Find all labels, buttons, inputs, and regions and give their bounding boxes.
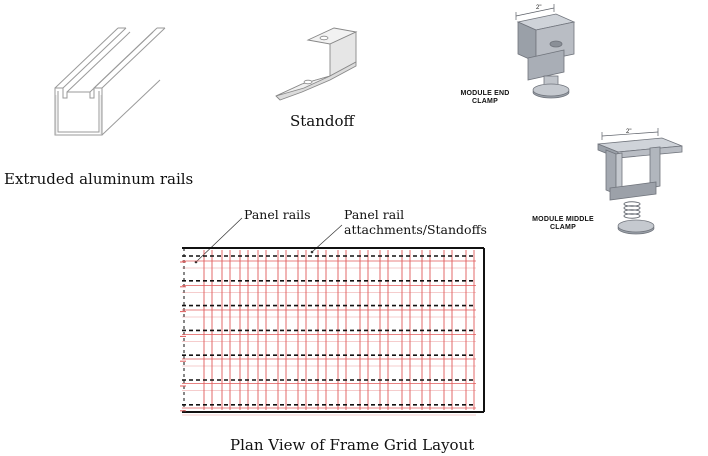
extruded-rail-illustration xyxy=(54,27,166,136)
end-clamp-dimension: 2" xyxy=(536,5,541,11)
rails-caption: Extruded aluminum rails xyxy=(4,170,194,188)
plan-view-caption: Plan View of Frame Grid Layout xyxy=(230,436,475,454)
attachments-label-line2: attachments/Standoffs xyxy=(344,222,487,237)
attachments-label-line1: Panel rail xyxy=(344,207,405,222)
frame-grid-plan-view xyxy=(180,247,485,416)
panel-rails-label: Panel rails xyxy=(244,207,311,222)
middle-clamp-caption: MODULE MIDDLE CLAMP xyxy=(532,216,594,231)
end-clamp-illustration: 2" xyxy=(515,4,576,99)
middle-clamp-illustration: 2" xyxy=(597,128,683,235)
standoff-caption: Standoff xyxy=(290,112,355,130)
standoff-illustration xyxy=(275,27,358,101)
middle-clamp-dimension: 2" xyxy=(626,129,631,135)
end-clamp-caption: MODULE END CLAMP xyxy=(460,90,510,105)
